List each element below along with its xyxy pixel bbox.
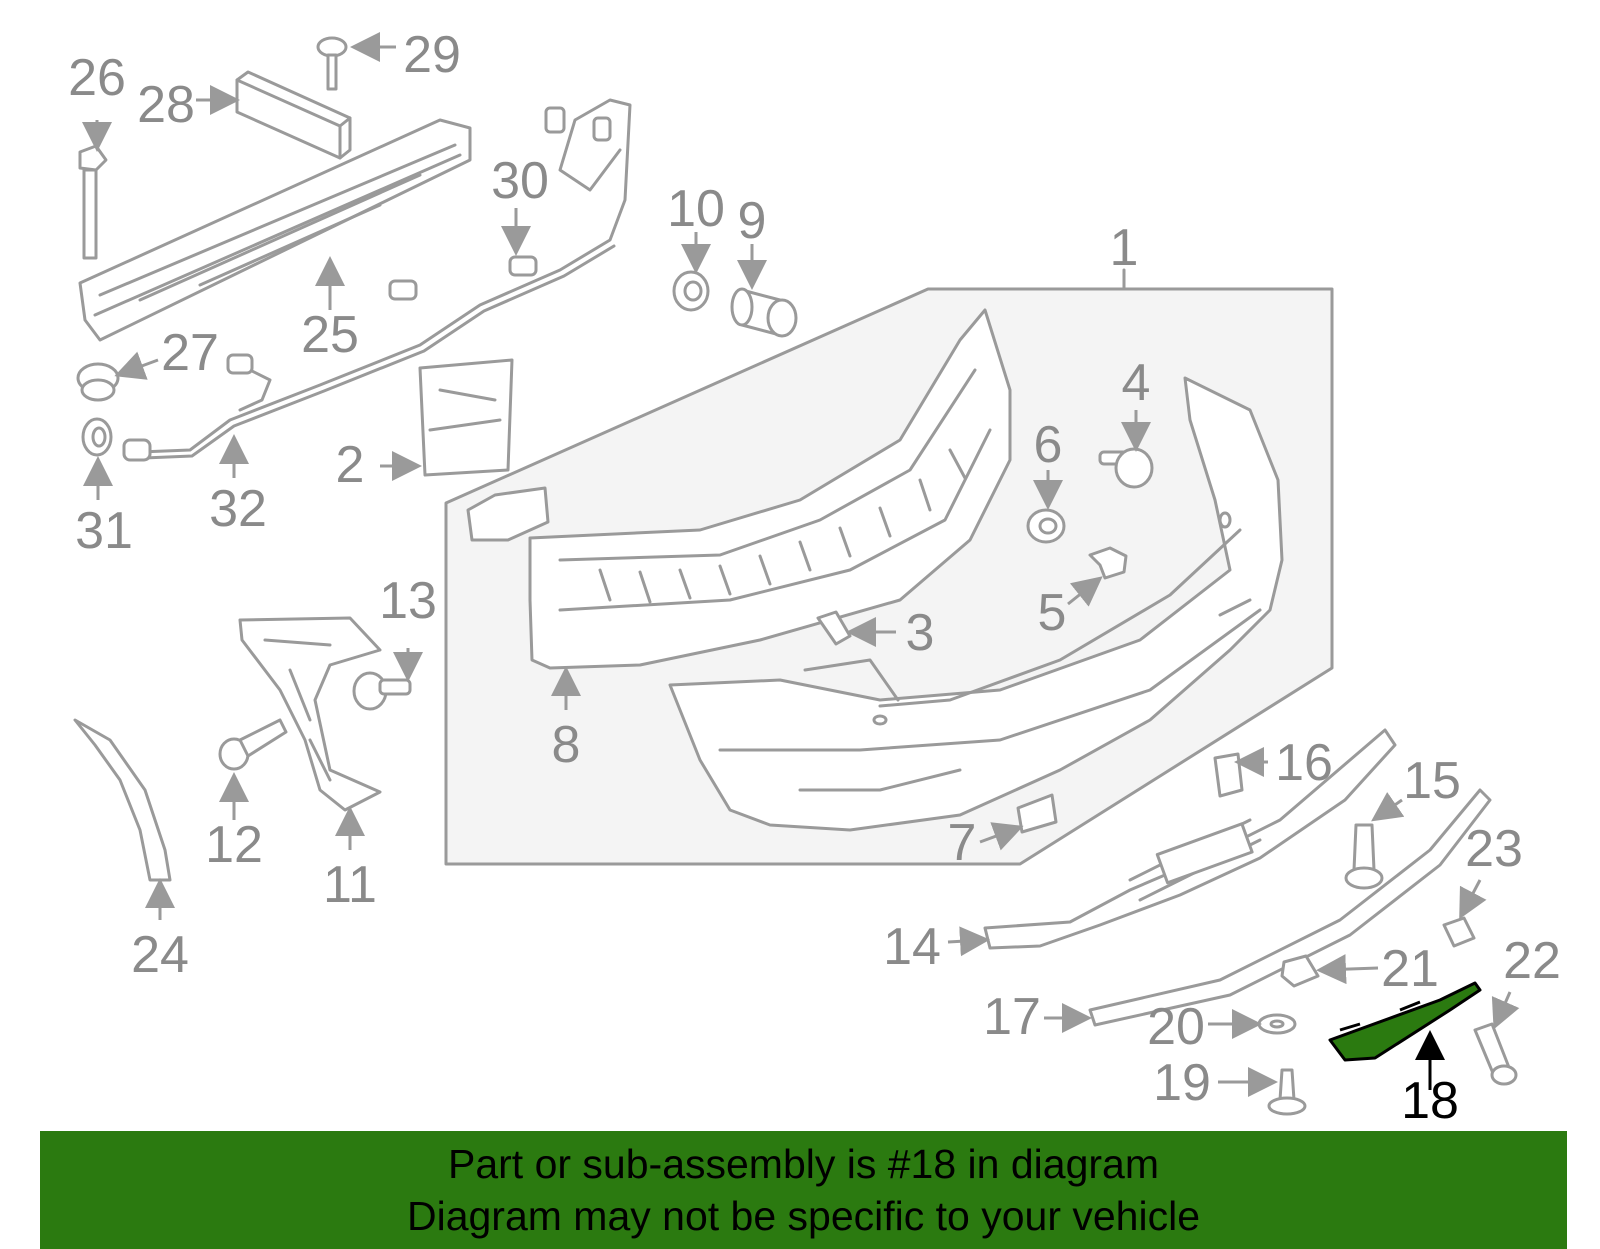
callout-14: 14 [883, 918, 941, 976]
part-15-screw[interactable] [1344, 823, 1384, 890]
callout-16: 16 [1275, 734, 1333, 792]
callout-20: 20 [1147, 998, 1205, 1056]
callout-31: 31 [75, 502, 133, 560]
callout-24: 24 [131, 926, 189, 984]
callout-23: 23 [1465, 820, 1523, 878]
part-25-reinforcement-beam[interactable] [78, 118, 472, 342]
callout-22: 22 [1503, 932, 1561, 990]
part-12-bolt[interactable] [218, 718, 288, 771]
part-8-energy-absorber[interactable] [528, 308, 1012, 670]
part-20-washer[interactable] [1257, 1013, 1297, 1035]
callout-9: 9 [738, 192, 767, 250]
callout-2: 2 [336, 436, 365, 494]
callout-13: 13 [379, 572, 437, 630]
part-26-bolt[interactable] [78, 144, 108, 260]
part-24-wheel-arch-trim[interactable] [73, 718, 172, 882]
part-19-push-pin[interactable] [1267, 1068, 1307, 1116]
callout-18-highlighted: 18 [1401, 1072, 1459, 1130]
callout-17: 17 [983, 988, 1041, 1046]
callout-7: 7 [948, 814, 977, 872]
callout-11: 11 [323, 856, 377, 914]
part-30-32-wiring-harness[interactable] [122, 98, 632, 462]
callout-29: 29 [403, 26, 461, 84]
part-17-trim-strip[interactable] [1088, 788, 1492, 1027]
part-16-clip[interactable] [1213, 752, 1244, 798]
callout-1: 1 [1110, 219, 1139, 277]
callout-labels: 1 2 3 4 5 6 7 8 9 10 11 12 13 14 15 16 1… [68, 26, 1561, 1130]
callout-28: 28 [137, 76, 195, 134]
part-22-screw[interactable] [1473, 1022, 1518, 1086]
notice-banner: Part or sub-assembly is #18 in diagram D… [40, 1131, 1567, 1249]
part-9-sensor[interactable] [730, 287, 798, 338]
part-10-nut[interactable] [672, 270, 710, 312]
part-23-clip[interactable] [1442, 916, 1476, 948]
callout-6: 6 [1034, 416, 1063, 474]
callout-10: 10 [667, 180, 725, 238]
part-18-highlighted-panel[interactable] [1328, 981, 1482, 1062]
part-21-clip[interactable] [1280, 954, 1320, 988]
callout-27: 27 [161, 324, 219, 382]
callout-3: 3 [906, 604, 935, 662]
leader-arrows [82, 32, 1520, 1097]
part-1-bumper-cover[interactable] [668, 376, 1284, 832]
callout-32: 32 [209, 480, 267, 538]
part-31-grommet[interactable] [81, 417, 113, 457]
bracket-left-upper[interactable] [466, 486, 550, 542]
banner-line-part-number: Part or sub-assembly is #18 in diagram [448, 1141, 1159, 1187]
part-14-lower-diffuser[interactable] [983, 728, 1397, 950]
callout-5: 5 [1038, 584, 1067, 642]
callout-26: 26 [68, 49, 126, 107]
part-11-side-bracket[interactable] [238, 616, 382, 812]
callout-12: 12 [205, 816, 263, 874]
part-13-clip[interactable] [352, 671, 412, 711]
part-27-nut[interactable] [76, 362, 120, 402]
part-4-screw[interactable] [1098, 447, 1154, 489]
callout-30: 30 [491, 152, 549, 210]
callout-15: 15 [1403, 752, 1461, 810]
callout-21: 21 [1381, 940, 1439, 998]
callout-8: 8 [552, 716, 581, 774]
callout-25: 25 [301, 306, 359, 364]
banner-line-disclaimer: Diagram may not be specific to your vehi… [406, 1193, 1200, 1239]
part-5-bracket[interactable] [1088, 546, 1128, 580]
part-6-grommet[interactable] [1026, 508, 1066, 544]
callout-4: 4 [1122, 354, 1151, 412]
callout-19: 19 [1153, 1054, 1211, 1112]
part-29-bolt[interactable] [316, 36, 348, 91]
part-2-hardware-bag[interactable] [418, 358, 514, 477]
